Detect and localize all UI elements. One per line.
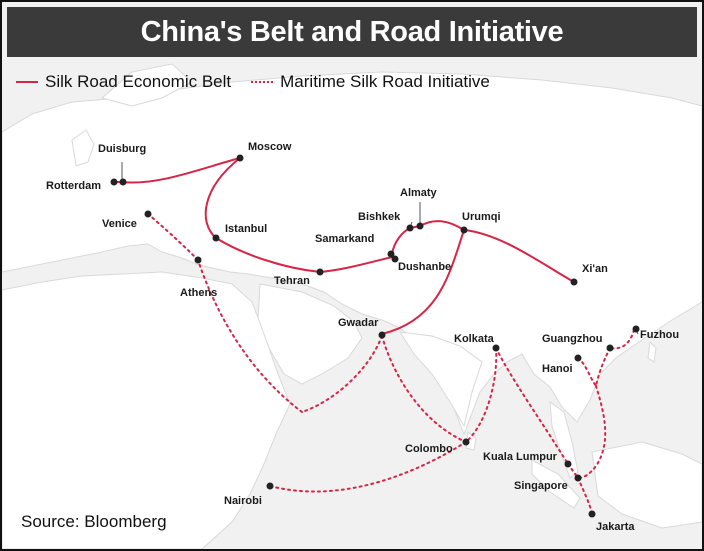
city-dot-bishkek (406, 224, 414, 232)
city-dot-fuzhou (632, 325, 640, 333)
city-label-singapore: Singapore (514, 480, 568, 492)
taiwan-island (647, 340, 657, 363)
city-dot-kuala-lumpur (564, 460, 572, 468)
route-athens-venice (147, 213, 199, 261)
city-dot-samarkand (387, 250, 395, 258)
route-guangzhou-hanoi (595, 347, 611, 387)
route-urumqi-gwadar (381, 229, 465, 335)
route-xian-urumqi (463, 229, 575, 283)
city-dot-jakarta (588, 510, 596, 518)
city-dot-rotterdam (110, 178, 118, 186)
city-label-athens: Athens (180, 287, 217, 299)
city-label-istanbul: Istanbul (225, 223, 267, 235)
city-dot-gwadar (378, 331, 386, 339)
title-bar: China's Belt and Road Initiative (7, 7, 697, 57)
city-label-bishkek: Bishkek (358, 211, 401, 223)
city-label-gwadar: Gwadar (338, 317, 379, 329)
route-dushanbe-tehran (319, 256, 393, 273)
city-label-samarkand: Samarkand (315, 233, 374, 245)
legend-label-maritime: Maritime Silk Road Initiative (280, 72, 490, 91)
city-dot-kolkata (492, 344, 500, 352)
legend-label-belt: Silk Road Economic Belt (45, 72, 232, 91)
route-singapore-jakarta (577, 477, 593, 515)
city-label-kuala-lumpur: Kuala Lumpur (483, 451, 558, 463)
legend: Silk Road Economic Belt Maritime Silk Ro… (16, 72, 510, 92)
legend-solid-line-swatch (16, 81, 38, 83)
city-label-tehran: Tehran (274, 275, 310, 287)
city-labels: Duisburg Rotterdam Moscow Venice Istanbu… (46, 141, 679, 533)
britain-island (71, 129, 95, 167)
city-dot-athens (194, 256, 202, 264)
city-dot-urumqi (460, 226, 468, 234)
city-dot-istanbul (212, 234, 220, 242)
africa-landmass (2, 271, 291, 549)
city-label-dushanbe: Dushanbe (398, 261, 451, 273)
route-red-sea-athens (197, 259, 303, 413)
land-masses (2, 63, 702, 549)
city-label-moscow: Moscow (248, 141, 292, 153)
city-label-xian: Xi'an (582, 263, 608, 275)
route-kolkata-colombo (465, 347, 498, 443)
city-dot-colombo (462, 438, 470, 446)
java-borneo-islands (591, 441, 702, 529)
city-dot-nairobi (266, 482, 274, 490)
city-dot-guangzhou (606, 344, 614, 352)
city-dot-almaty (416, 222, 424, 230)
city-label-almaty: Almaty (400, 187, 438, 199)
city-dot-tehran (316, 268, 324, 276)
city-label-venice: Venice (102, 218, 137, 230)
city-label-kolkata: Kolkata (454, 333, 495, 345)
city-dot-duisburg (119, 178, 127, 186)
route-tehran-istanbul (215, 237, 321, 273)
route-urumqi-almaty (419, 220, 465, 231)
route-coast-singapore (577, 385, 607, 479)
city-label-guangzhou: Guangzhou (542, 333, 603, 345)
route-gwadar-colombo (381, 335, 467, 443)
legend-item-belt: Silk Road Economic Belt (16, 72, 231, 92)
city-label-duisburg: Duisburg (98, 143, 146, 155)
city-label-jakarta: Jakarta (596, 521, 635, 533)
sumatra-island (531, 459, 581, 509)
route-kolkata-singapore (495, 347, 569, 465)
city-label-rotterdam: Rotterdam (46, 180, 101, 192)
route-colombo-nairobi (269, 441, 467, 493)
city-dot-singapore (574, 474, 582, 482)
route-istanbul-moscow (204, 157, 241, 239)
city-label-fuzhou: Fuzhou (640, 329, 679, 341)
legend-item-maritime: Maritime Silk Road Initiative (251, 72, 490, 92)
city-dot-hanoi (574, 354, 582, 362)
malay-peninsula (549, 400, 579, 479)
map-title: China's Belt and Road Initiative (140, 15, 564, 48)
city-dot-dushanbe (391, 255, 399, 263)
legend-dotted-line-swatch (251, 81, 274, 83)
city-dot-xian (570, 278, 578, 286)
city-label-urumqi: Urumqi (462, 211, 501, 223)
source-credit: Source: Bloomberg (21, 512, 167, 531)
city-dot-venice (144, 210, 152, 218)
eurasia-landmass (2, 71, 702, 436)
route-moscow-rotterdam (121, 157, 241, 184)
city-label-hanoi: Hanoi (542, 363, 573, 375)
scandinavia (100, 63, 193, 107)
route-gwadar-red-sea (301, 335, 383, 413)
city-label-colombo: Colombo (405, 443, 453, 455)
city-markers (110, 154, 640, 518)
city-label-nairobi: Nairobi (224, 495, 262, 507)
indian-peninsula (399, 331, 483, 428)
city-dot-moscow (236, 154, 244, 162)
